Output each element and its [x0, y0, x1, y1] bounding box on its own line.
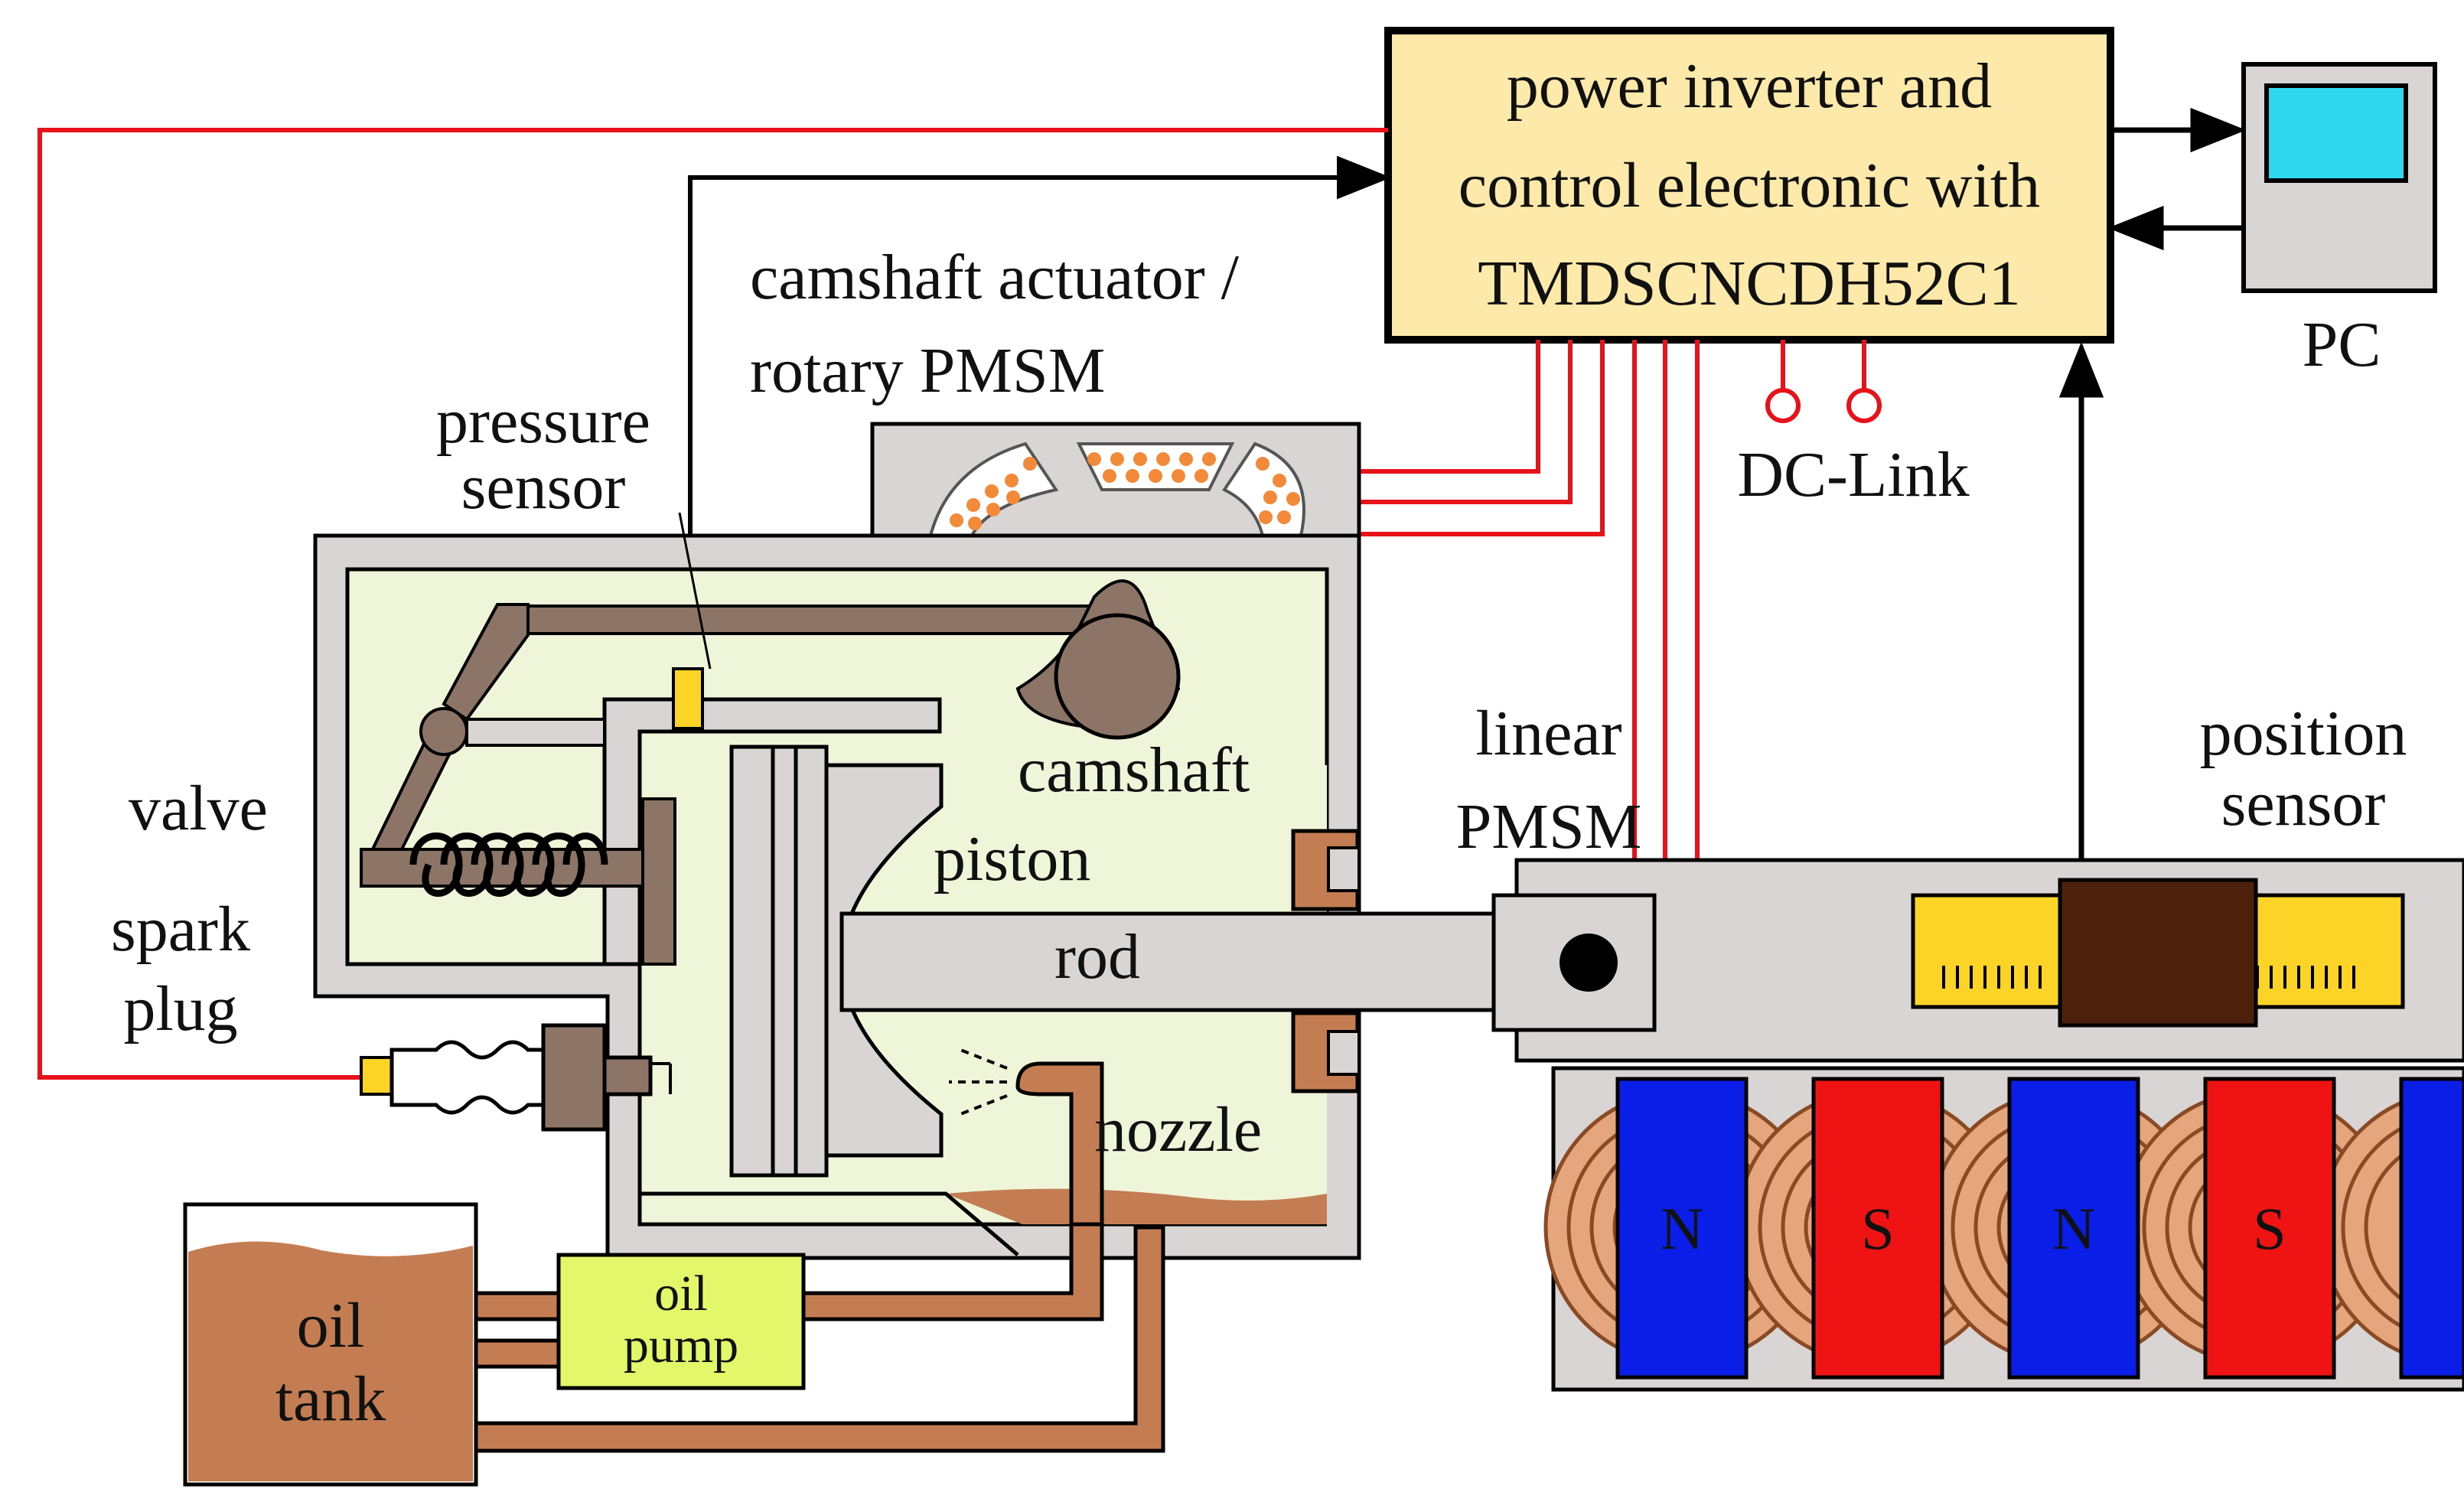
linear-pmsm-label-line2: PMSM [1456, 791, 1642, 862]
spark-plug [360, 1023, 672, 1132]
rotary-coil-windings [950, 452, 1300, 530]
spark-wire [37, 128, 1388, 1080]
camshaft-lobes [1015, 579, 1181, 740]
oil-pump: oil pump [556, 1253, 806, 1390]
inverter-label-line2: control electronic with [1459, 150, 2040, 221]
magnet-4: S [2203, 1077, 2336, 1380]
spark-plug-label-line2: plug [123, 973, 237, 1044]
oil-pump-label-line1: oil [654, 1266, 708, 1321]
position-sensor-label-line2: sensor [2221, 768, 2386, 839]
piston [729, 745, 944, 1178]
valve-train [360, 603, 1103, 966]
linear-motor-phase-wires [1632, 340, 1700, 859]
magnet-pole-label: N [2052, 1195, 2095, 1262]
rod-label: rod [1054, 921, 1140, 992]
inverter-label-line1: power inverter and [1507, 51, 1992, 122]
inverter-label-line3: TMDSCNCDH52C1 [1478, 248, 2020, 319]
camshaft-label: camshaft [1018, 735, 1250, 806]
pressure-signal-line [688, 155, 1392, 669]
oil-tank-label-line2: tank [275, 1364, 386, 1435]
pressure-sensor [672, 512, 712, 730]
dc-link-terminals [1765, 340, 1882, 423]
rotary-motor-phase-wires [1359, 340, 1605, 536]
power-inverter-box: power inverter and control electronic wi… [1384, 27, 2114, 344]
position-signal-line [2058, 341, 2104, 880]
piston-label: piston [934, 823, 1090, 894]
magnet-1: N [1615, 1077, 1749, 1380]
magnet-3: N [2007, 1077, 2140, 1380]
position-sensor-scale [1911, 878, 2405, 1028]
dc-link-label: DC-Link [1737, 439, 1969, 510]
magnet-pole-label: S [1861, 1195, 1894, 1262]
nozzle-label: nozzle [1094, 1094, 1262, 1165]
magnet-2: S [1811, 1077, 1944, 1380]
valve-spring [409, 833, 608, 897]
oil-tank-label-line1: oil [297, 1290, 365, 1361]
pressure-sensor-label-line2: sensor [461, 451, 626, 523]
magnet-pole-label: S [2253, 1195, 2286, 1262]
camshaft-actuator-label-line2: rotary PMSM [750, 335, 1105, 406]
linear-pmsm-label-line1: linear [1475, 698, 1621, 769]
pressure-sensor-label-line1: pressure [436, 386, 650, 457]
position-sensor-label-line1: position [2200, 698, 2407, 769]
camshaft-actuator-label-line1: camshaft actuator / [750, 242, 1240, 313]
valve-label: valve [129, 773, 268, 844]
oil-pump-label-line2: pump [624, 1318, 738, 1374]
pc-link-arrows [2107, 107, 2247, 251]
pc-label: PC [2303, 309, 2381, 380]
oil-tank: oil tank [183, 1202, 478, 1487]
spark-plug-label-line1: spark [111, 894, 250, 965]
pc-icon: PC [2241, 62, 2437, 380]
stator-magnets: N S N S [1615, 1077, 2464, 1380]
magnet-5-partial [2399, 1077, 2464, 1380]
magnet-pole-label: N [1661, 1195, 1703, 1262]
rotary-pmsm [870, 422, 1361, 541]
